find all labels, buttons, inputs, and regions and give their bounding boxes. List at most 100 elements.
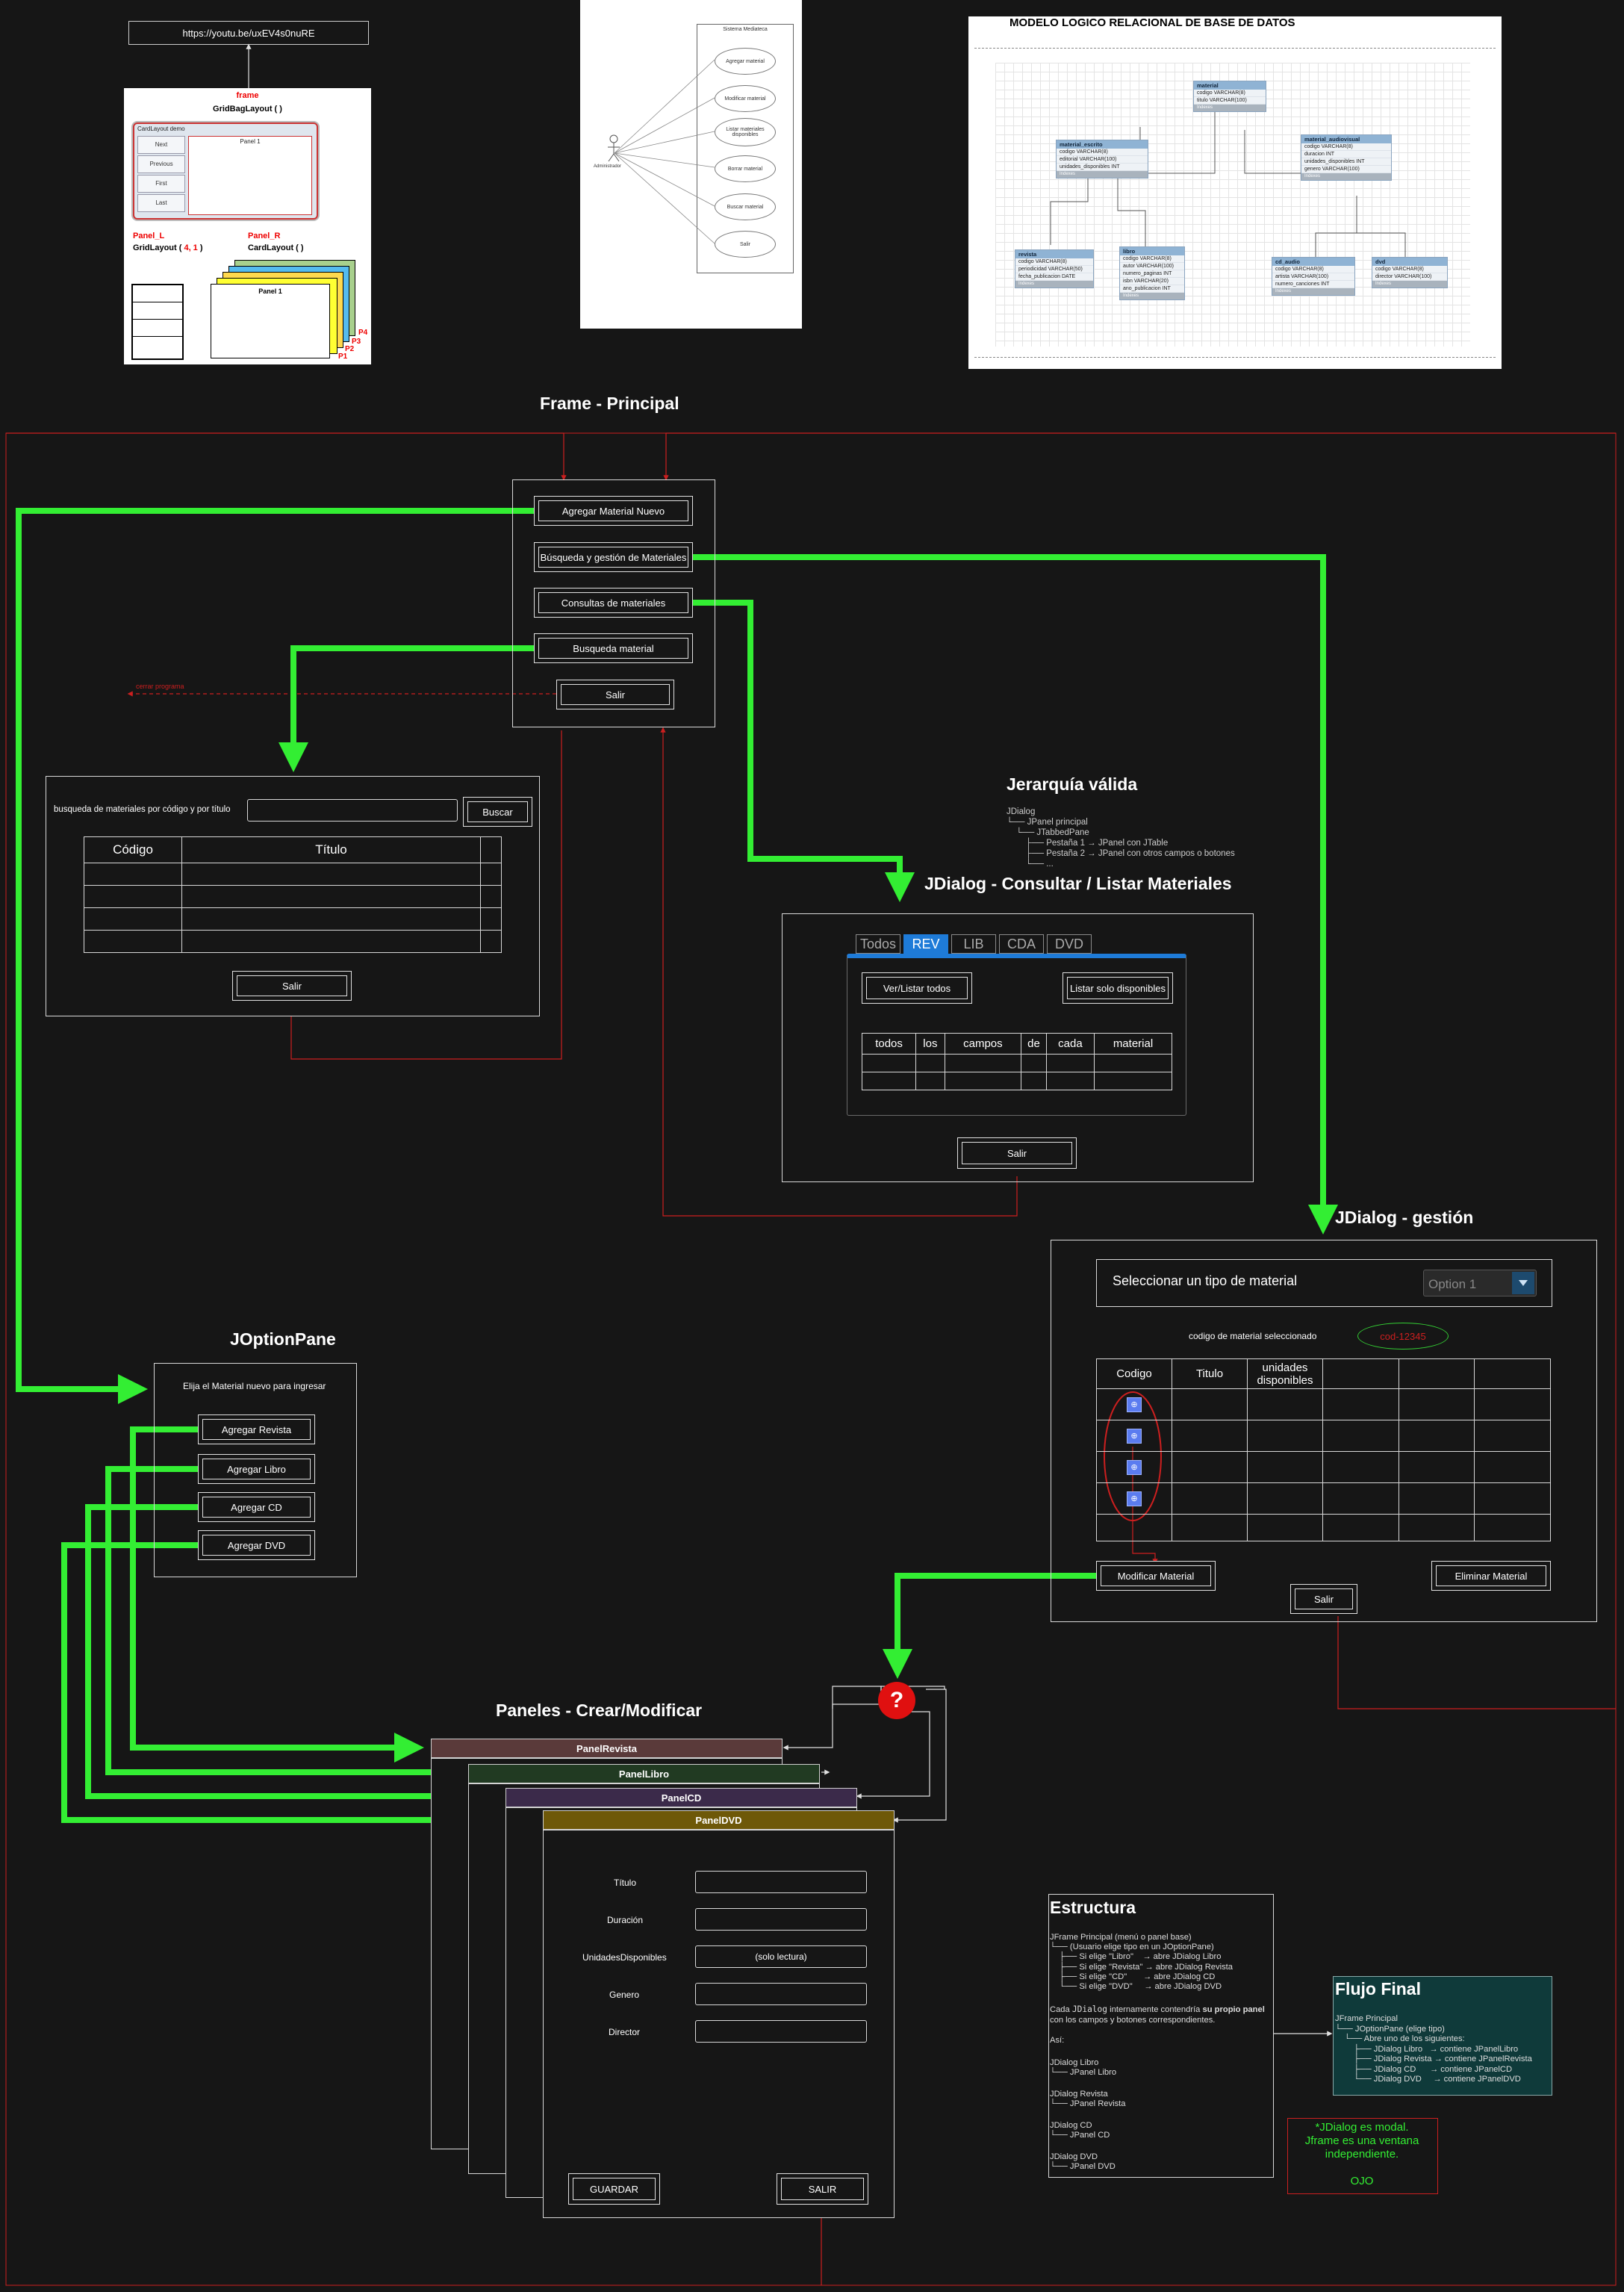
save-button[interactable]: GUARDAR: [568, 2173, 660, 2205]
url-box[interactable]: https://youtu.be/uxEV4s0nuRE: [128, 21, 369, 45]
jerarquia-tree: JDialog└── JPanel principal └── JTabbedP…: [1007, 807, 1235, 869]
add-libro-button[interactable]: Agregar Libro: [198, 1454, 315, 1484]
select-row-icon[interactable]: ⊕: [1127, 1428, 1142, 1444]
joptionpane-dialog: [154, 1363, 357, 1577]
er-relationship-lines: [1050, 85, 1406, 257]
entity-material-audiovisual: material_audiovisual codigo VARCHAR(8)du…: [1301, 134, 1392, 181]
gestion-exit-button[interactable]: Salir: [1290, 1584, 1357, 1614]
field-label-unidades: UnidadesDisponibles: [582, 1952, 667, 1963]
card-label-p4: P4: [358, 329, 368, 337]
select-row-icon[interactable]: ⊕: [1127, 1397, 1142, 1412]
entity-material-escrito: material_escrito codigo VARCHAR(8)editor…: [1056, 140, 1148, 178]
search-button[interactable]: Buscar: [463, 797, 532, 827]
estructura-box: [1048, 1894, 1274, 2178]
estructura-paragraph: Cada JDialog internamente contendría su …: [1050, 2004, 1265, 2025]
busqueda-dialog: [46, 776, 540, 1016]
chevron-down-icon[interactable]: [1512, 1272, 1534, 1294]
last-button: Last: [137, 194, 185, 212]
select-row-icon[interactable]: ⊕: [1127, 1459, 1142, 1475]
frame-label: frame: [236, 91, 259, 100]
add-material-button[interactable]: Agregar Material Nuevo: [534, 496, 693, 526]
paneles-title: Paneles - Crear/Modificar: [496, 1701, 703, 1720]
list-all-button[interactable]: Ver/Listar todos: [862, 972, 972, 1004]
search-label: busqueda de materiales por código y por …: [54, 805, 231, 814]
tab-todos[interactable]: Todos: [856, 934, 900, 954]
tab-rev[interactable]: REV: [903, 934, 948, 954]
usecase-salir: Salir: [715, 231, 776, 258]
table-row: [861, 1054, 1172, 1072]
type-select-value: Option 1: [1428, 1277, 1477, 1291]
search-manage-button[interactable]: Búsqueda y gestión de Materiales: [534, 542, 693, 572]
entity-dvd: dvd codigo VARCHAR(8)director VARCHAR(10…: [1372, 257, 1448, 288]
usecase-modificar: Modificar material: [715, 85, 776, 112]
gestion-dialog: [1051, 1240, 1597, 1622]
grid-cells: [131, 284, 184, 360]
tab-lib[interactable]: LIB: [951, 934, 996, 954]
demo-window-title: CardLayout demo: [137, 125, 185, 132]
table-row: ⊕: [1096, 1388, 1551, 1420]
video-url[interactable]: https://youtu.be/uxEV4s0nuRE: [182, 27, 315, 39]
consultar-exit-button[interactable]: Salir: [957, 1137, 1077, 1169]
card-front: Panel 1: [211, 284, 330, 358]
cardlayout-label: CardLayout ( ): [248, 243, 304, 252]
er-bottom-divider: [974, 357, 1496, 358]
return-lines: [6, 432, 1616, 2285]
table-row: [84, 863, 502, 886]
table-row: ⊕: [1096, 1451, 1551, 1483]
modal-note-box: [1287, 2118, 1438, 2194]
tabbed-pane: Todos REV LIB CDA DVD: [847, 934, 1186, 1116]
er-top-divider: [974, 48, 1496, 49]
gestion-title: JDialog - gestión: [1335, 1208, 1474, 1227]
entity-revista: revista codigo VARCHAR(8)periodicidad VA…: [1015, 249, 1094, 288]
panel-l-label: Panel_L: [133, 232, 165, 240]
table-row: ⊕: [1096, 1482, 1551, 1515]
type-select-label: Seleccionar un tipo de material: [1113, 1273, 1298, 1288]
estructura-pair-revista: JDialog Revista└── JPanel Revista: [1050, 2090, 1126, 2108]
field-label-genero: Genero: [609, 1990, 640, 2000]
search-exit-button[interactable]: Salir: [232, 971, 352, 1001]
tab-dvd[interactable]: DVD: [1047, 934, 1092, 954]
delete-material-button[interactable]: Eliminar Material: [1431, 1561, 1551, 1591]
demo-panel-title: Panel 1: [240, 138, 261, 145]
search-input[interactable]: [247, 799, 458, 822]
estructura-pair-cd: JDialog CD└── JPanel CD: [1050, 2121, 1110, 2140]
field-label-titulo: Título: [614, 1878, 637, 1888]
gridlayout-label: GridLayout ( 4, 1 ): [133, 243, 203, 252]
panel-exit-button[interactable]: SALIR: [777, 2173, 868, 2205]
modify-material-button[interactable]: Modificar Material: [1096, 1561, 1216, 1591]
col-extra: [480, 836, 502, 863]
tab-cda[interactable]: CDA: [999, 934, 1044, 954]
unidades-input: (solo lectura): [695, 1945, 867, 1968]
duracion-input[interactable]: [695, 1908, 867, 1931]
card-label-p3: P3: [352, 338, 361, 346]
add-revista-button[interactable]: Agregar Revista: [198, 1414, 315, 1444]
list-available-button[interactable]: Listar solo disponibles: [1063, 972, 1173, 1004]
gridbag-label: GridBagLayout ( ): [213, 105, 282, 114]
director-input[interactable]: [695, 2020, 867, 2043]
add-dvd-button[interactable]: Agregar DVD: [198, 1530, 315, 1560]
joptionpane-title: JOptionPane: [230, 1329, 336, 1349]
add-cd-button[interactable]: Agregar CD: [198, 1492, 315, 1522]
genero-input[interactable]: [695, 1983, 867, 2005]
type-select-dropdown[interactable]: Option 1: [1423, 1270, 1537, 1296]
estructura-pair-libro: JDialog Libro└── JPanel Libro: [1050, 2058, 1117, 2077]
panel-dvd-header: PanelDVD: [543, 1810, 895, 1830]
flujo-title: Flujo Final: [1335, 1979, 1421, 1998]
col-titulo: Título: [181, 836, 481, 863]
queries-button[interactable]: Consultas de materiales: [534, 588, 693, 618]
titulo-input[interactable]: [695, 1871, 867, 1893]
flujo-tree: JFrame Principal└── JOptionPane (elige t…: [1335, 2014, 1532, 2084]
usecase-listar: Listar materiales disponibles: [715, 118, 776, 146]
estructura-pair-dvd: JDialog DVD└── JPanel DVD: [1050, 2152, 1116, 2171]
search-material-button[interactable]: Busqueda material: [534, 633, 693, 663]
er-model-thumbnail: MODELO LOGICO RELACIONAL DE BASE DE DATO…: [968, 16, 1502, 369]
select-row-icon[interactable]: ⊕: [1127, 1491, 1142, 1506]
exit-button[interactable]: Salir: [556, 680, 674, 709]
usecase-agregar: Agregar material: [715, 48, 776, 75]
system-name: Sistema Mediateca: [723, 27, 768, 32]
